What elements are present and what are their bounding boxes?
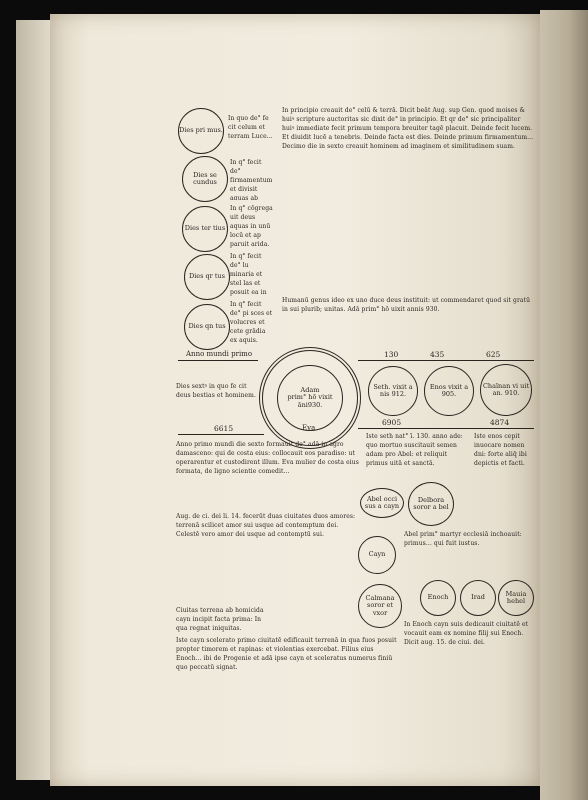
genesis-text: In principio creauit de° celū & terrā. D…	[282, 107, 534, 150]
enoch-label: Enoch	[427, 593, 449, 602]
irad-circle: Irad	[460, 580, 496, 616]
day-label: Dies ter tius	[184, 224, 226, 233]
day-label: Dies se cundus	[193, 170, 217, 186]
day-circle-4: Dies qr tus	[184, 254, 230, 300]
cain-city-text: Ciuitas terrena ab homicida cayn incipit…	[176, 607, 264, 632]
day-label: Dies qn tus	[188, 322, 226, 331]
cayn-label: Cayn	[368, 550, 386, 559]
delbora-circle: Delbora soror a bel	[408, 482, 454, 526]
enoch-text: In Enoch cayn suis dedicauit ciuitatē et…	[404, 621, 529, 646]
rule	[178, 360, 258, 361]
day-circle-1: Dies pri mus.	[178, 108, 224, 154]
day-text-5: In q° fecit de° pi sces et volucres et c…	[230, 301, 273, 344]
calmana-circle: Calmana soror et vxor	[358, 584, 402, 628]
mauia-label: Mauia hehel	[505, 589, 527, 605]
year-number: 625	[486, 350, 501, 359]
year-number: 6615	[214, 424, 234, 433]
mauia-circle: Mauia hehel	[498, 580, 534, 616]
year-number: 4874	[490, 418, 510, 427]
day-text-4: In q° fecit de° lu minaria et stel las e…	[230, 253, 267, 296]
day-circle-5: Dies qn tus	[184, 304, 230, 350]
day-circle-2: Dies se cundus	[182, 156, 228, 202]
adam-name: Adam	[300, 385, 320, 394]
enos-circle: Enos vixit a 905.	[424, 366, 474, 416]
day-text-2: In q° fecit de° firmamentum et divisit a…	[230, 159, 273, 200]
chainan-label: Chaīnan vi uit an. 910.	[482, 381, 530, 397]
abel-martyr-text: Abel prim° martyr ecclesiā inchoauit: pr…	[404, 531, 522, 547]
day-label: Dies pri mus.	[179, 126, 223, 135]
abel-circle: Abel occi sus a cayn	[360, 488, 404, 518]
enoch-circle: Enoch	[420, 580, 456, 616]
day-text-1: In quo de° fe cit celum et terram Luce..…	[228, 115, 273, 140]
enos-text: Iste enos cepit inuocare nomen dni: fort…	[474, 433, 527, 467]
irad-label: Irad	[471, 593, 485, 602]
abel-label: Abel occi sus a cayn	[364, 494, 400, 510]
adam-eva-circle: Adam prim° hō vixit āni930.	[262, 350, 358, 446]
day-label: Dies qr tus	[188, 272, 225, 281]
calmana-label: Calmana soror et vxor	[365, 593, 395, 617]
augustine-text: Aug. de ci. dei li. 14. fecerūt duas ciu…	[176, 513, 356, 538]
rule	[358, 360, 534, 361]
eva-label: Eva	[302, 424, 316, 432]
bottom-cain-text: Iste cayn scelerato primo ciuitatē edifi…	[176, 637, 397, 671]
binding-edge-right	[540, 10, 588, 800]
day-circle-3: Dies ter tius	[182, 206, 228, 252]
day-text-3: In q° cōgrega uit deus aquas in unū locū…	[230, 205, 273, 248]
rule	[178, 434, 264, 435]
dies-sextus-text: Dies sextꝰ in quo fe cit deus bestias et…	[176, 383, 256, 399]
seth-text: Iste seth nat° ī. 130. anno ade: quo mor…	[366, 433, 463, 467]
human-genus-text: Humanū genus ideo ex uno duce deus insti…	[282, 297, 531, 313]
adam-line2: prim° hō vixit	[287, 393, 333, 402]
year-number: 6905	[382, 418, 402, 427]
enos-label: Enos vixit a 905.	[429, 382, 469, 398]
cayn-circle: Cayn	[358, 536, 396, 574]
adam-creation-text: Anno primo mundi die sexto formauit de° …	[176, 441, 359, 475]
year-number: 130	[384, 350, 399, 359]
anno-mundi-label: Anno mundi primo	[186, 350, 253, 358]
seth-circle: Seth. vixit a nis 912.	[368, 366, 418, 416]
adam-inner: Adam prim° hō vixit āni930.	[277, 365, 343, 431]
seth-label: Seth. vixit a nis 912.	[373, 382, 413, 398]
year-number: 435	[430, 350, 445, 359]
adam-line3: āni930.	[297, 400, 323, 409]
delbora-label: Delbora soror a bel	[413, 495, 449, 511]
binding-edge-left	[16, 20, 52, 780]
chainan-circle: Chaīnan vi uit an. 910.	[480, 364, 532, 416]
rule	[358, 428, 534, 429]
